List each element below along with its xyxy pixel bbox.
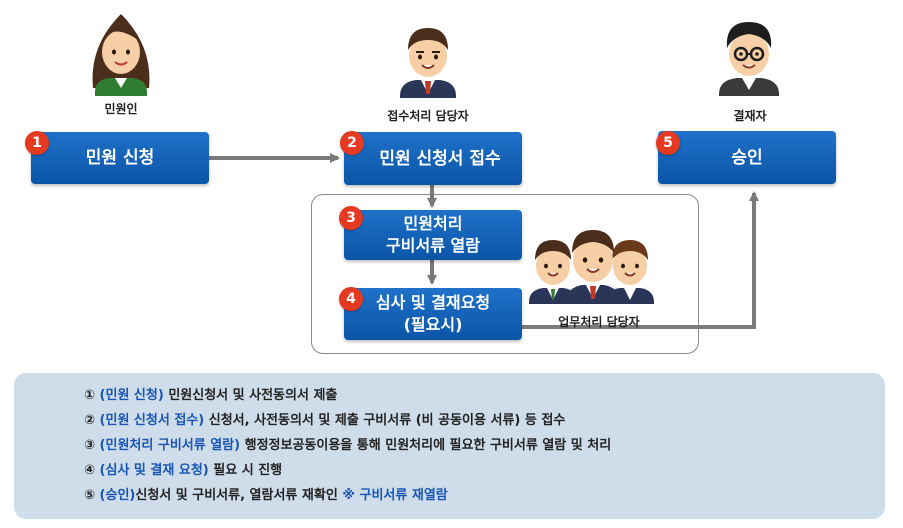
- description-2-title: (민원 신청서 접수): [99, 413, 205, 428]
- step-1-box: 민원 신청: [31, 132, 209, 184]
- applicant-woman-icon: [92, 14, 150, 96]
- step-4-badge: 4: [339, 287, 363, 311]
- description-line-5: ⑤ (승인)신청서 및 구비서류, 열람서류 재확인 ※ 구비서류 재열람: [84, 484, 448, 503]
- step-5-badge: 5: [656, 131, 680, 155]
- description-line-3: ③ (민원처리 구비서류 열람) 행정정보공동이용을 통해 민원처리에 필요한 …: [84, 434, 611, 453]
- role-label-approver: 결재자: [733, 109, 767, 123]
- step-2-box: 민원 신청서 접수: [344, 132, 522, 185]
- step-5-box: 승인: [658, 131, 836, 184]
- step-3-label: 민원처리 구비서류 열람: [386, 214, 480, 255]
- step-4-box: 심사 및 결재요청 (필요시): [344, 288, 522, 340]
- description-2-marker: ②: [84, 413, 96, 428]
- description-5-text: 신청서 및 구비서류, 열람서류 재확인: [135, 488, 343, 503]
- description-5-note: ※ 구비서류 재열람: [342, 488, 448, 503]
- arrow-step4-to-step5: [521, 191, 759, 329]
- description-4-title: (심사 및 결재 요청): [99, 463, 209, 478]
- role-label-reception: 접수처리 담당자: [387, 109, 469, 123]
- description-panel: [14, 373, 885, 519]
- reception-clerk-icon: [400, 28, 456, 98]
- description-3-marker: ③: [84, 438, 96, 453]
- description-1-title: (민원 신청): [99, 388, 164, 403]
- description-5-title: (승인): [99, 488, 136, 503]
- description-line-1: ① (민원 신청) 민원신청서 및 사전동의서 제출: [84, 384, 337, 403]
- step-4-label: 심사 및 결재요청 (필요시): [375, 293, 491, 334]
- step-3-box: 민원처리 구비서류 열람: [344, 210, 522, 260]
- description-4-marker: ④: [84, 463, 96, 478]
- step-1-label: 민원 신청: [85, 148, 155, 168]
- description-line-2: ② (민원 신청서 접수) 신청서, 사전동의서 및 제출 구비서류 (비 공동…: [84, 409, 565, 428]
- staff-group-icon: [529, 230, 654, 304]
- description-1-text: 민원신청서 및 사전동의서 제출: [163, 388, 338, 403]
- role-label-staff: 업무처리 담당자: [558, 315, 640, 329]
- description-3-text: 행정정보공동이용을 통해 민원처리에 필요한 구비서류 열람 및 처리: [240, 438, 612, 453]
- description-2-text: 신청서, 사전동의서 및 제출 구비서류 (비 공동이용 서류) 등 접수: [204, 413, 566, 428]
- step-3-badge: 3: [339, 206, 363, 230]
- step-2-label: 민원 신청서 접수: [379, 148, 501, 169]
- step-5-label: 승인: [731, 147, 763, 168]
- description-3-title: (민원처리 구비서류 열람): [99, 438, 241, 453]
- step-2-badge: 2: [340, 131, 364, 155]
- role-label-applicant: 민원인: [104, 102, 138, 116]
- description-line-4: ④ (심사 및 결재 요청) 필요 시 진행: [84, 459, 282, 478]
- description-5-marker: ⑤: [84, 488, 96, 503]
- description-4-text: 필요 시 진행: [208, 463, 283, 478]
- approver-icon: [719, 22, 779, 96]
- description-1-marker: ①: [84, 388, 96, 403]
- step-1-badge: 1: [25, 131, 49, 155]
